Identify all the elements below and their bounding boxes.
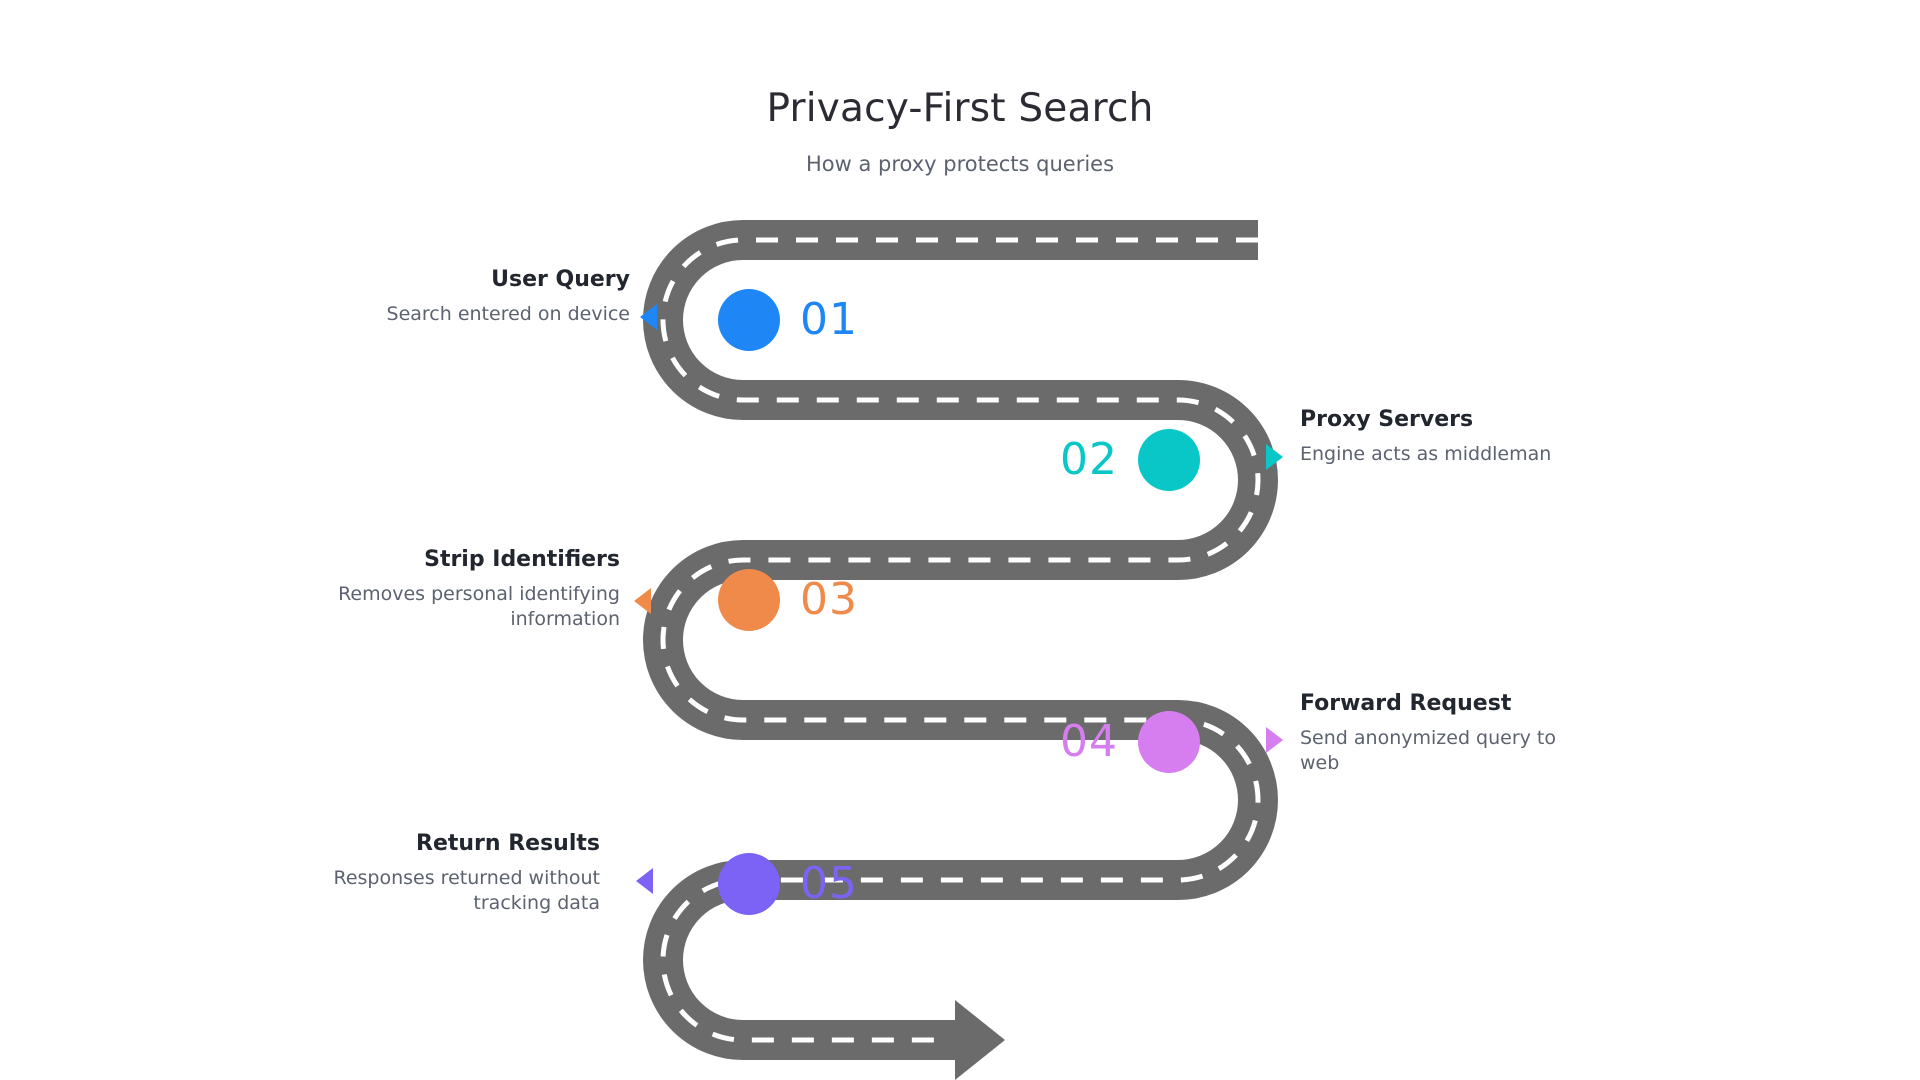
step-label-2: Proxy Servers Engine acts as middleman bbox=[1300, 406, 1600, 467]
step-title-5: Return Results bbox=[416, 831, 600, 856]
step-node-5[interactable]: 05 bbox=[718, 853, 858, 915]
step-dot-1 bbox=[718, 289, 780, 351]
step-dot-4 bbox=[1138, 711, 1200, 773]
step-number-3: 03 bbox=[800, 574, 858, 625]
step-description-5: Responses returned without tracking data bbox=[333, 866, 600, 914]
step-number-1: 01 bbox=[800, 294, 858, 345]
step-number-5: 05 bbox=[800, 858, 858, 909]
step-title-2: Proxy Servers bbox=[1300, 407, 1474, 432]
step-number-2: 02 bbox=[1060, 434, 1118, 485]
step-node-4[interactable]: 04 bbox=[1060, 711, 1200, 773]
step-label-1: User Query Search entered on device bbox=[330, 266, 630, 327]
step-description-2: Engine acts as middleman bbox=[1300, 442, 1552, 465]
step-description-3: Removes personal identifying information bbox=[338, 582, 620, 630]
step-pointer-3 bbox=[634, 588, 651, 614]
step-label-3: Strip Identifiers Removes personal ident… bbox=[320, 546, 620, 632]
step-dot-3 bbox=[718, 569, 780, 631]
step-node-3[interactable]: 03 bbox=[718, 569, 858, 631]
step-title-1: User Query bbox=[491, 267, 630, 292]
step-title-4: Forward Request bbox=[1300, 691, 1512, 716]
step-pointer-2 bbox=[1266, 444, 1283, 470]
step-node-1[interactable]: 01 bbox=[718, 289, 858, 351]
step-title-3: Strip Identifiers bbox=[424, 547, 620, 572]
step-dot-5 bbox=[718, 853, 780, 915]
lane-centerline bbox=[660, 237, 1261, 1043]
step-number-4: 04 bbox=[1060, 716, 1118, 767]
step-pointer-4 bbox=[1266, 727, 1283, 753]
step-description-1: Search entered on device bbox=[386, 302, 630, 325]
arrow-right-icon bbox=[940, 1000, 1005, 1080]
step-pointer-5 bbox=[636, 868, 653, 894]
step-description-4: Send anonymized query to web bbox=[1300, 726, 1556, 774]
step-node-2[interactable]: 02 bbox=[1060, 429, 1200, 491]
road-body bbox=[643, 220, 1278, 1060]
step-pointer-1 bbox=[640, 304, 657, 330]
step-dot-2 bbox=[1138, 429, 1200, 491]
step-label-4: Forward Request Send anonymized query to… bbox=[1300, 690, 1600, 776]
step-label-5: Return Results Responses returned withou… bbox=[300, 830, 600, 916]
